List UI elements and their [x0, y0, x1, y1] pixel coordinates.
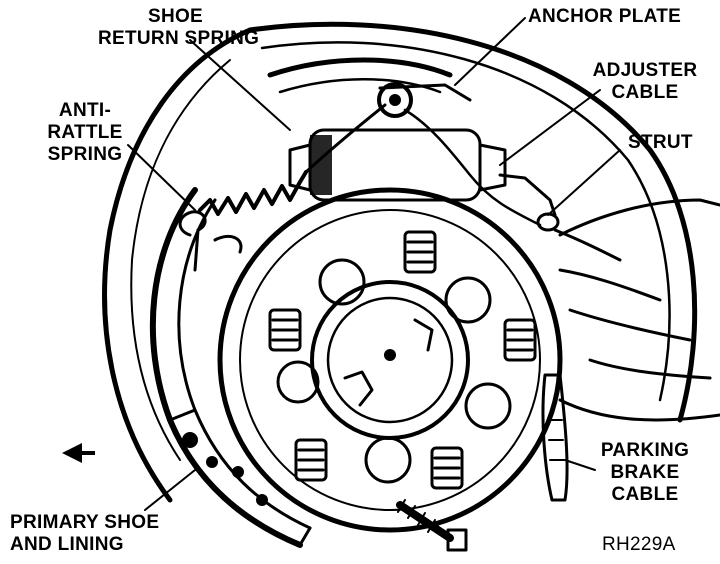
adjuster-cable — [403, 108, 542, 227]
lug-studs — [268, 230, 537, 490]
hub-drum — [217, 187, 563, 533]
label-anti-rattle-spring: ANTI- RATTLE SPRING — [47, 100, 123, 165]
hand-illustration — [553, 198, 720, 422]
label-shoe-return-spring: SHOE RETURN SPRING — [98, 6, 260, 49]
figure-code: RH229A — [602, 534, 676, 555]
adjuster-screw — [396, 499, 468, 552]
label-adjuster-cable: ADJUSTER CABLE — [592, 60, 698, 103]
anti-rattle-spring — [178, 210, 243, 272]
leader-lines — [127, 17, 621, 511]
label-anchor-plate: ANCHOR PLATE — [528, 6, 682, 27]
strut — [498, 173, 560, 232]
left-arrow-icon — [62, 443, 95, 463]
label-parking-brake-cable: PARKING BRAKE CABLE — [600, 440, 690, 505]
shoe-return-spring — [198, 103, 387, 216]
label-primary-shoe-lining: PRIMARY SHOE AND LINING — [10, 512, 160, 555]
backing-plate — [102, 21, 698, 503]
primary-shoe — [149, 187, 312, 548]
label-strut: STRUT — [628, 132, 693, 153]
parking-brake-lever — [541, 373, 569, 502]
anchor-pin — [377, 82, 472, 118]
wheel-cylinder — [288, 128, 507, 202]
